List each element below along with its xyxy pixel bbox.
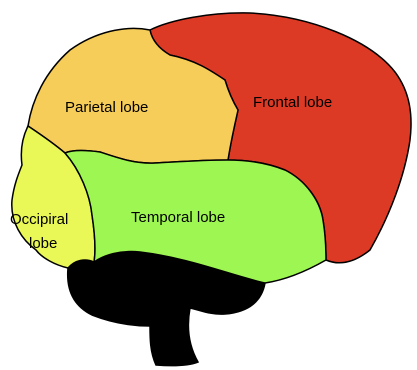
occipital-lobe-label-line2: lobe	[29, 235, 57, 252]
frontal-lobe-label: Frontal lobe	[253, 94, 332, 111]
occipital-lobe-label-line1: Occipiral	[10, 211, 68, 228]
parietal-lobe-label: Parietal lobe	[65, 99, 148, 116]
temporal-lobe-label: Temporal lobe	[131, 209, 225, 226]
